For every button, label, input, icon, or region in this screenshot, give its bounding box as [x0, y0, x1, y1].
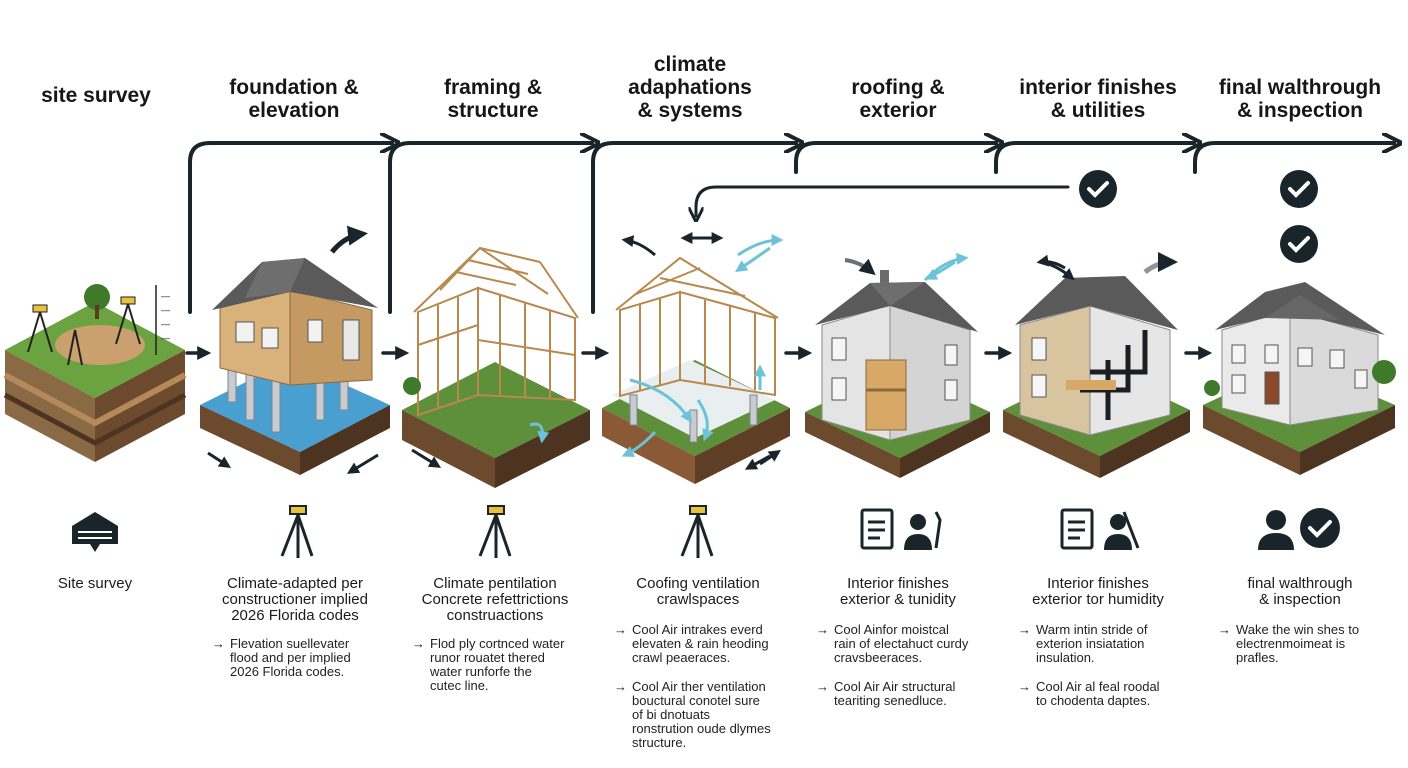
list-item: →Cool Air al feal roodal to chodenta dap…	[1018, 679, 1160, 708]
list-item: →Cool Ainfor moistcal rain of electahuct…	[816, 622, 969, 665]
stage-title-climate: climate adaphations & systems	[628, 53, 752, 122]
list-item: →Cool Air Air structural teariting sened…	[816, 679, 956, 708]
tripod-icon	[280, 505, 314, 558]
stage-subtitle-climate: Coofing ventilation crawlspaces	[636, 575, 760, 608]
survey-scale-marks: — — — —	[161, 291, 170, 343]
site-survey-illustration	[3, 284, 187, 462]
foundation-illustration	[200, 225, 390, 475]
stage-subtitle-roofing: Interior finishes exterior & tunidity	[840, 575, 956, 608]
list-item: →Flevation suellevater flood and per imp…	[212, 636, 351, 679]
svg-text:—: —	[161, 333, 170, 343]
svg-text:—: —	[161, 319, 170, 329]
stage-subtitle-framing: Climate pentilation Concrete refettricti…	[421, 575, 569, 624]
stage-subtitle-foundation: Climate-adapted per constructioner impli…	[222, 575, 368, 624]
roofing-illustration	[805, 252, 990, 478]
climate-illustration	[602, 232, 790, 484]
list-item: →Cool Air ther ventilation bouctural con…	[614, 679, 771, 750]
tripod-icon	[478, 505, 512, 558]
stage-title-final: final walthrough & inspection	[1218, 76, 1382, 122]
final-house-illustration	[1203, 282, 1396, 475]
list-item: →Flod ply cortnced water runor rouatet t…	[412, 636, 565, 693]
checklist-tools-icon	[1060, 508, 1140, 550]
list-item: →Cool Air intrakes everd elevaten & rain…	[614, 622, 769, 665]
check-circle-icon	[1079, 170, 1318, 263]
framing-illustration	[402, 246, 590, 488]
tripod-icon	[680, 505, 714, 558]
interior-illustration	[1003, 252, 1190, 478]
checklist-worker-icon	[860, 508, 942, 550]
list-item: →Warm intin stride of exterion insiatati…	[1018, 622, 1148, 665]
flow-connector-arrows	[188, 143, 1394, 314]
stage-title-interior: interior finishes & utilities	[1019, 76, 1177, 122]
survey-board-icon	[72, 512, 118, 552]
stage-title-foundation: foundation & elevation	[229, 76, 359, 122]
svg-text:—: —	[161, 305, 170, 315]
list-item: →Wake the win shes to electrenmoimeat is…	[1218, 622, 1360, 665]
stage-subtitle-final: final walthrough & inspection	[1247, 575, 1353, 608]
stage-title-site-survey: site survey	[41, 84, 151, 107]
stage-subtitle-site-survey: Site survey	[57, 575, 133, 592]
svg-text:—: —	[161, 291, 170, 301]
stage-title-framing: framing & structure	[443, 76, 542, 122]
stage-subtitle-interior: Interior finishes exterior tor humidity	[1032, 575, 1164, 608]
person-check-icon	[1258, 508, 1340, 550]
stage-title-roofing: roofing & exterior	[851, 76, 945, 122]
